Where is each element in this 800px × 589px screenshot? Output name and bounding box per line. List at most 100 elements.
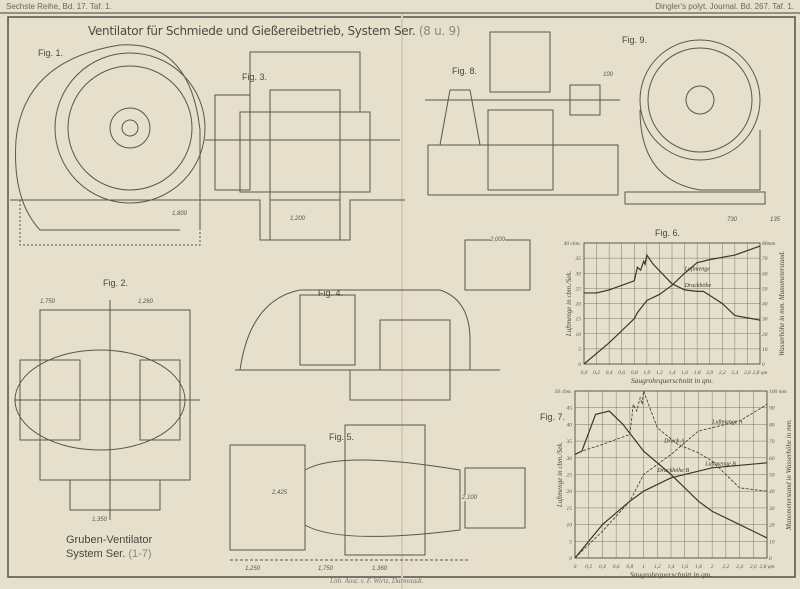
y2-tick-label: 30 xyxy=(768,506,775,512)
caption-line2: System Ser. (1-7) xyxy=(66,548,152,560)
x-tick-label: 2 xyxy=(711,564,714,570)
fig7-label: Fig. 7. xyxy=(540,412,566,422)
x-tick-label: 0,2 xyxy=(593,370,600,376)
dimension-label: 135 xyxy=(770,217,781,223)
y-tick-label: 20 xyxy=(576,302,582,308)
y-tick-label: 0 xyxy=(569,556,572,562)
caption-line1: Gruben-Ventilator xyxy=(66,534,153,546)
x-tick-label: 0,4 xyxy=(606,369,613,376)
fig3-label: Fig. 3. xyxy=(242,72,268,82)
y-tick-label: 5 xyxy=(569,539,572,545)
y2-tick-label: 10 xyxy=(762,347,768,353)
fig5-label: Fig. 5. xyxy=(329,432,355,442)
y-tick-label: 5 xyxy=(578,347,581,353)
x-tick-label: 1,0 xyxy=(643,370,650,376)
x-tick-label: 2,6 xyxy=(750,564,757,570)
y-tick-label: 25 xyxy=(567,473,573,479)
y-tick-label: 40 cbm. xyxy=(564,240,581,247)
dimension-label: 1,200 xyxy=(290,216,306,222)
x-tick-label: 0 xyxy=(574,564,577,570)
y2-tick-label: 50 xyxy=(762,286,768,292)
y2-tick-label: 30 xyxy=(761,317,768,323)
fig1-fan-wheel xyxy=(10,44,206,246)
fig6-label: Fig. 6. xyxy=(655,228,681,238)
x-tick-label: 2,2 xyxy=(719,370,726,376)
y2-tick-label: 80 xyxy=(769,422,775,428)
series-label: Luftmenge B xyxy=(704,460,736,467)
series-label: Luftmenge A xyxy=(711,419,743,426)
x-tick-label: 0,8 xyxy=(626,564,633,570)
x-tick-label: 1,6 xyxy=(681,370,688,376)
y-tick-label: 35 xyxy=(575,256,582,262)
x-tick-label: 1 xyxy=(642,564,645,570)
y2-tick-label: 10 xyxy=(769,539,775,545)
dimension-label: 1,360 xyxy=(372,566,388,572)
x-tick-label: 0,4 xyxy=(599,563,606,570)
y-tick-label: 50 cbm. xyxy=(555,389,572,395)
x-tick-label: 2,8 qm xyxy=(760,564,775,570)
series-label: Druck A xyxy=(663,438,684,444)
header-right: Dingler's polyt. Journal. Bd. 267. Taf. … xyxy=(655,2,794,11)
x-tick-label: 0,6 xyxy=(613,564,620,570)
header-left: Sechste Reihe, Bd. 17. Taf. 1. xyxy=(6,2,112,11)
y-tick-label: 20 xyxy=(567,489,573,495)
y-tick-label: 15 xyxy=(576,317,582,323)
y2-tick-label: 40 xyxy=(762,301,768,308)
y2-tick-label: 0 xyxy=(769,556,772,562)
x-tick-label: 1,2 xyxy=(654,564,661,570)
fig9-fan-wheel xyxy=(624,39,766,205)
y2-tick-label: 50 xyxy=(769,473,775,479)
y2-axis-label: Manometerstand in Wasserhöhe in mm. xyxy=(785,419,793,531)
dimension-label: 100 xyxy=(603,72,614,78)
y-tick-label: 0 xyxy=(578,362,581,368)
fig8-elevation xyxy=(425,31,620,196)
dimension-label: 2,425 xyxy=(272,490,288,496)
y2-tick-label: 40 xyxy=(769,488,775,495)
y-tick-label: 30 xyxy=(575,271,582,277)
x-tick-label: 0,8 xyxy=(631,370,638,376)
y-tick-label: 10 xyxy=(576,332,582,338)
x-tick-label: 2,4 xyxy=(736,563,743,570)
fig2-label: Fig. 2. xyxy=(103,278,129,288)
x-tick-label: 0,6 xyxy=(618,370,625,376)
lithographer-credit: Lith. Anst. v. F. Wirtz, Darmstadt. xyxy=(330,577,424,585)
x-tick-label: 0,0 xyxy=(581,370,588,376)
y-tick-label: 25 xyxy=(576,286,582,292)
fig2-plan xyxy=(14,300,200,520)
x-tick-label: 2,4 xyxy=(731,369,738,376)
y2-tick-label: 60 xyxy=(762,271,768,277)
y-axis-label: Luftmenge in cbm./Sek. xyxy=(565,271,573,338)
y2-tick-label: 70 xyxy=(769,439,775,445)
y2-axis-label: Wasserhöhe in mm. Manometerstand. xyxy=(778,251,786,356)
x-axis-label: Saugrohrquerschnitt in qm. xyxy=(631,376,713,385)
fig3-section xyxy=(200,51,405,241)
series-line-druckh-he xyxy=(584,253,761,321)
dimension-label: 730 xyxy=(727,217,738,223)
x-tick-label: 2,0 xyxy=(706,370,713,376)
x-tick-label: 2,8 qm xyxy=(753,370,768,376)
y2-tick-label: 90 xyxy=(769,406,775,412)
y2-tick-label: 0 xyxy=(762,362,765,368)
y-axis-label: Luftmenge in cbm./Sek. xyxy=(556,442,564,509)
plot-frame xyxy=(583,242,761,365)
fig1-label: Fig. 1. xyxy=(38,48,64,58)
dimension-label: 2,100 xyxy=(462,495,478,501)
dimension-label: 1,750 xyxy=(40,299,56,305)
x-tick-label: 1,8 xyxy=(694,370,701,376)
series-line-luftmenge xyxy=(583,245,761,365)
series-line-druck-a xyxy=(574,390,768,492)
series-label: Luftmenge xyxy=(684,265,711,272)
x-tick-label: 1,8 xyxy=(695,564,702,570)
dimension-label: 1,750 xyxy=(318,566,334,572)
series-line-luftmenge-b xyxy=(574,462,768,559)
y2-tick-label: 20 xyxy=(769,523,775,529)
x-tick-label: 0,2 xyxy=(585,564,592,570)
x-tick-label: 1,2 xyxy=(656,370,663,376)
y2-tick-label: 100 mm xyxy=(769,389,787,395)
x-tick-label: 2,2 xyxy=(722,564,729,570)
y2-tick-label: 70 xyxy=(762,256,768,262)
fig9-label: Fig. 9. xyxy=(622,35,648,45)
